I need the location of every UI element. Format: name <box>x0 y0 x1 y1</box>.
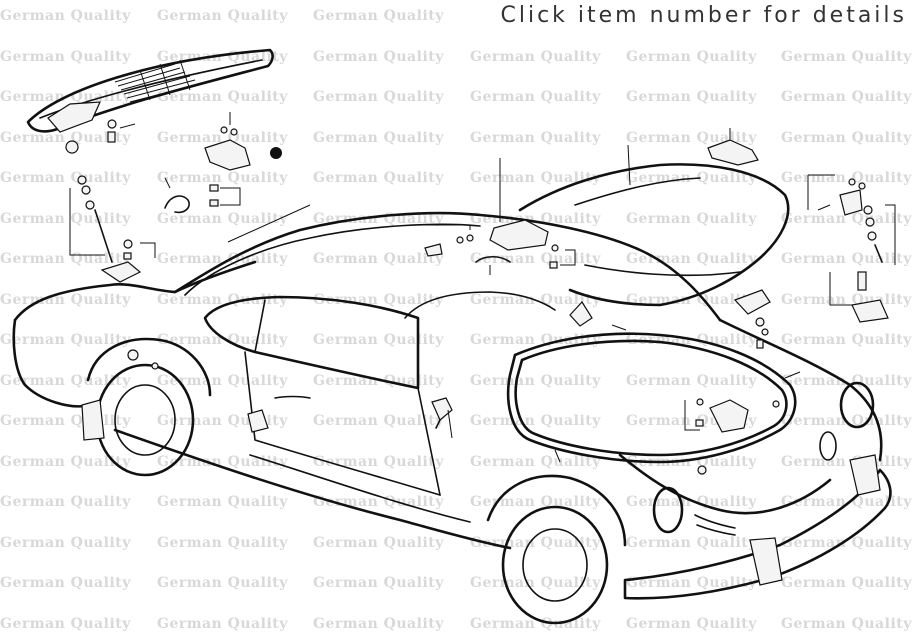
lock-striker-right[interactable] <box>829 204 896 323</box>
hinge-bracket-center[interactable] <box>420 158 549 257</box>
hinge-bolts-right[interactable] <box>807 174 866 216</box>
hood-hinge-top-right[interactable] <box>707 128 759 166</box>
handle-side[interactable] <box>247 409 269 433</box>
door-lock-cylinder[interactable] <box>431 397 453 439</box>
hinge-assembly[interactable] <box>204 112 282 171</box>
leader-lines <box>227 144 801 463</box>
hood-seal[interactable] <box>506 332 797 475</box>
front-hood-panel[interactable] <box>518 163 790 307</box>
hood-hinge-right[interactable] <box>733 289 771 349</box>
car-body <box>12 211 892 625</box>
lock-assembly-front[interactable] <box>684 398 780 433</box>
hood-release-cable[interactable] <box>569 301 627 331</box>
hood-lock-bolt[interactable] <box>69 175 142 283</box>
front-hood-lid[interactable] <box>26 48 274 133</box>
grommet-left[interactable] <box>127 349 159 370</box>
hinge-spring-center[interactable] <box>475 244 576 275</box>
cable-guide[interactable] <box>123 239 156 260</box>
click-instruction: Click item number for details <box>500 3 907 28</box>
spring-clip[interactable] <box>164 177 241 214</box>
lid-lock-parts[interactable] <box>65 119 136 154</box>
